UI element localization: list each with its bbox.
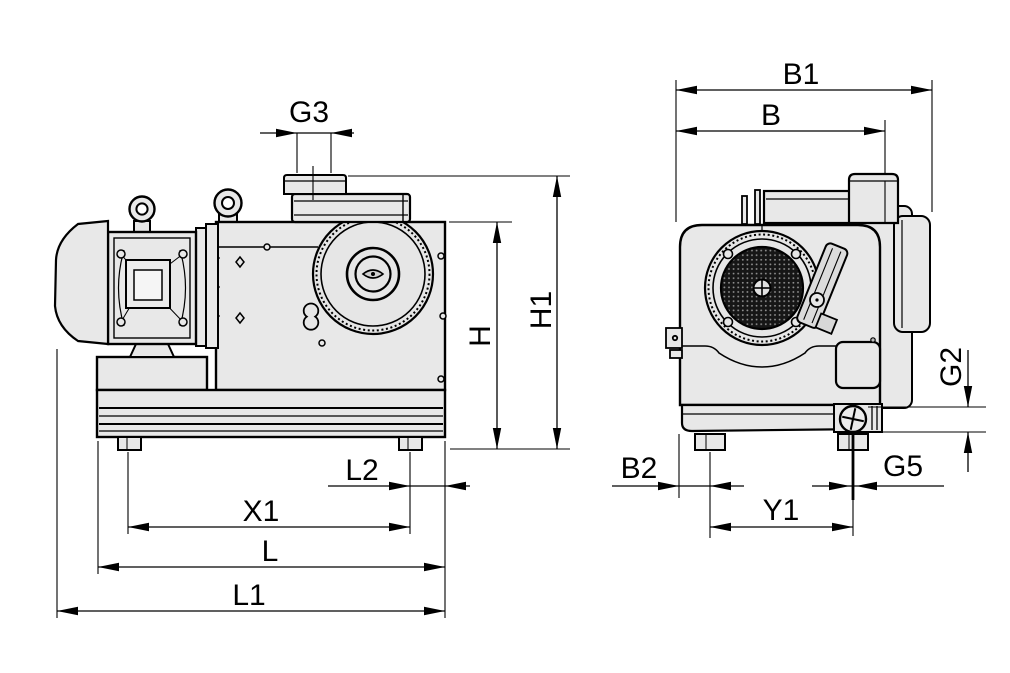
dim-label-b2: B2 bbox=[621, 452, 658, 485]
dim-label-l: L bbox=[262, 535, 279, 568]
motor-body bbox=[106, 230, 198, 346]
inlet-silencer bbox=[290, 192, 412, 224]
motor-end-cap-front bbox=[893, 215, 931, 333]
base-frame bbox=[95, 388, 447, 439]
parting-line bbox=[682, 345, 878, 368]
motor-bracket bbox=[128, 343, 176, 358]
dimension-arrows bbox=[57, 128, 562, 616]
housing-cutout bbox=[302, 302, 320, 331]
top-pins bbox=[741, 189, 761, 225]
dim-label-g5: G5 bbox=[883, 450, 923, 483]
side-view-dimensions: G3 H H1 L2 X1 L L1 bbox=[56, 96, 570, 618]
motor-flange bbox=[205, 223, 219, 349]
dim-label-g3: G3 bbox=[289, 96, 329, 129]
coupling-housing bbox=[311, 212, 435, 336]
dim-label-h: H bbox=[464, 325, 497, 347]
dim-label-l1: L1 bbox=[232, 579, 265, 612]
dim-label-b: B bbox=[761, 99, 781, 132]
dim-label-g2: G2 bbox=[935, 347, 968, 387]
dim-label-x1: X1 bbox=[243, 495, 280, 528]
fan-guard bbox=[703, 229, 821, 347]
oil-box bbox=[834, 340, 882, 390]
dim-label-b1: B1 bbox=[783, 58, 820, 91]
motor-eyebolt bbox=[128, 195, 156, 233]
motor-end-cap bbox=[53, 219, 110, 346]
housing-screws bbox=[263, 243, 447, 383]
dim-label-h1: H1 bbox=[525, 291, 558, 329]
side-view bbox=[53, 166, 447, 451]
inlet-port bbox=[283, 166, 347, 200]
front-view bbox=[665, 172, 931, 451]
dim-label-y1: Y1 bbox=[763, 494, 800, 527]
dimension-arrows bbox=[658, 85, 973, 532]
motor-support-block bbox=[95, 355, 209, 392]
inlet-collar-front bbox=[847, 172, 900, 225]
mounting-feet-front bbox=[694, 433, 869, 451]
pump-eyebolt bbox=[213, 188, 243, 224]
silencer-front bbox=[762, 189, 852, 225]
left-tabs bbox=[665, 327, 683, 359]
latch-lever bbox=[796, 242, 876, 343]
front-view-dimensions: B1 B G2 B2 G5 Y1 bbox=[612, 58, 986, 538]
dim-label-l2: L2 bbox=[345, 454, 378, 487]
drain-plug bbox=[833, 403, 883, 434]
mounting-feet-side bbox=[117, 436, 423, 451]
